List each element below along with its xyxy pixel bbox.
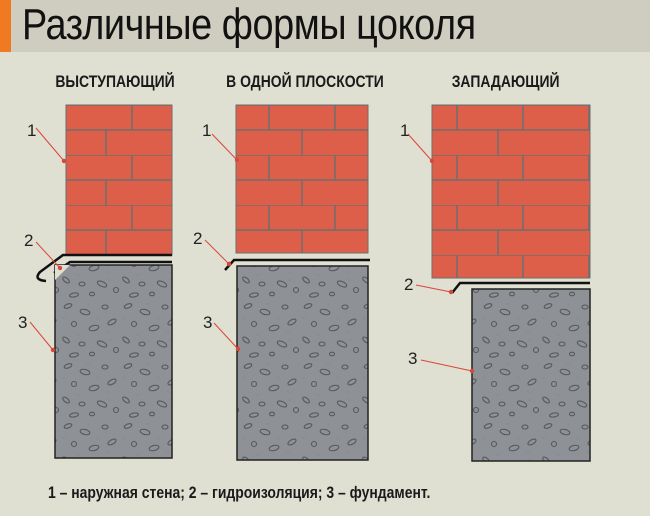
label-2-col2: 2 [193, 229, 202, 248]
label-2-col3: 2 [404, 275, 413, 294]
foundation [54, 264, 173, 459]
foundation [236, 265, 369, 461]
label-2-col1: 2 [24, 231, 33, 250]
label-1-col1: 1 [27, 121, 36, 140]
brick-wall [235, 104, 369, 254]
brick-wall [65, 104, 173, 256]
waterproofing-layer [36, 253, 172, 283]
column-protruding [29, 104, 173, 459]
page-title: Различные формы цоколя [22, 0, 476, 49]
label-3-col3: 3 [408, 349, 417, 368]
waterproofing-layer [224, 258, 370, 271]
title-accent-stripe [0, 0, 11, 52]
label-3-col1: 3 [18, 313, 27, 332]
title-bar [0, 0, 650, 52]
column-recessed [407, 104, 591, 462]
label-1-col2: 1 [202, 121, 211, 140]
heading-protruding: ВЫСТУПАЮЩИЙ [55, 72, 175, 91]
legend: 1 – наружная стена; 2 – гидроизоляция; 3… [48, 483, 431, 502]
brick-wall [431, 104, 591, 279]
heading-flush: В ОДНОЙ ПЛОСКОСТИ [226, 72, 384, 91]
foundation [471, 288, 591, 462]
column-flush [204, 104, 370, 461]
waterproofing-layer [451, 281, 590, 294]
label-1-col3: 1 [400, 121, 409, 140]
label-3-col2: 3 [203, 313, 212, 332]
heading-recessed: ЗАПАДАЮЩИЙ [451, 72, 560, 91]
